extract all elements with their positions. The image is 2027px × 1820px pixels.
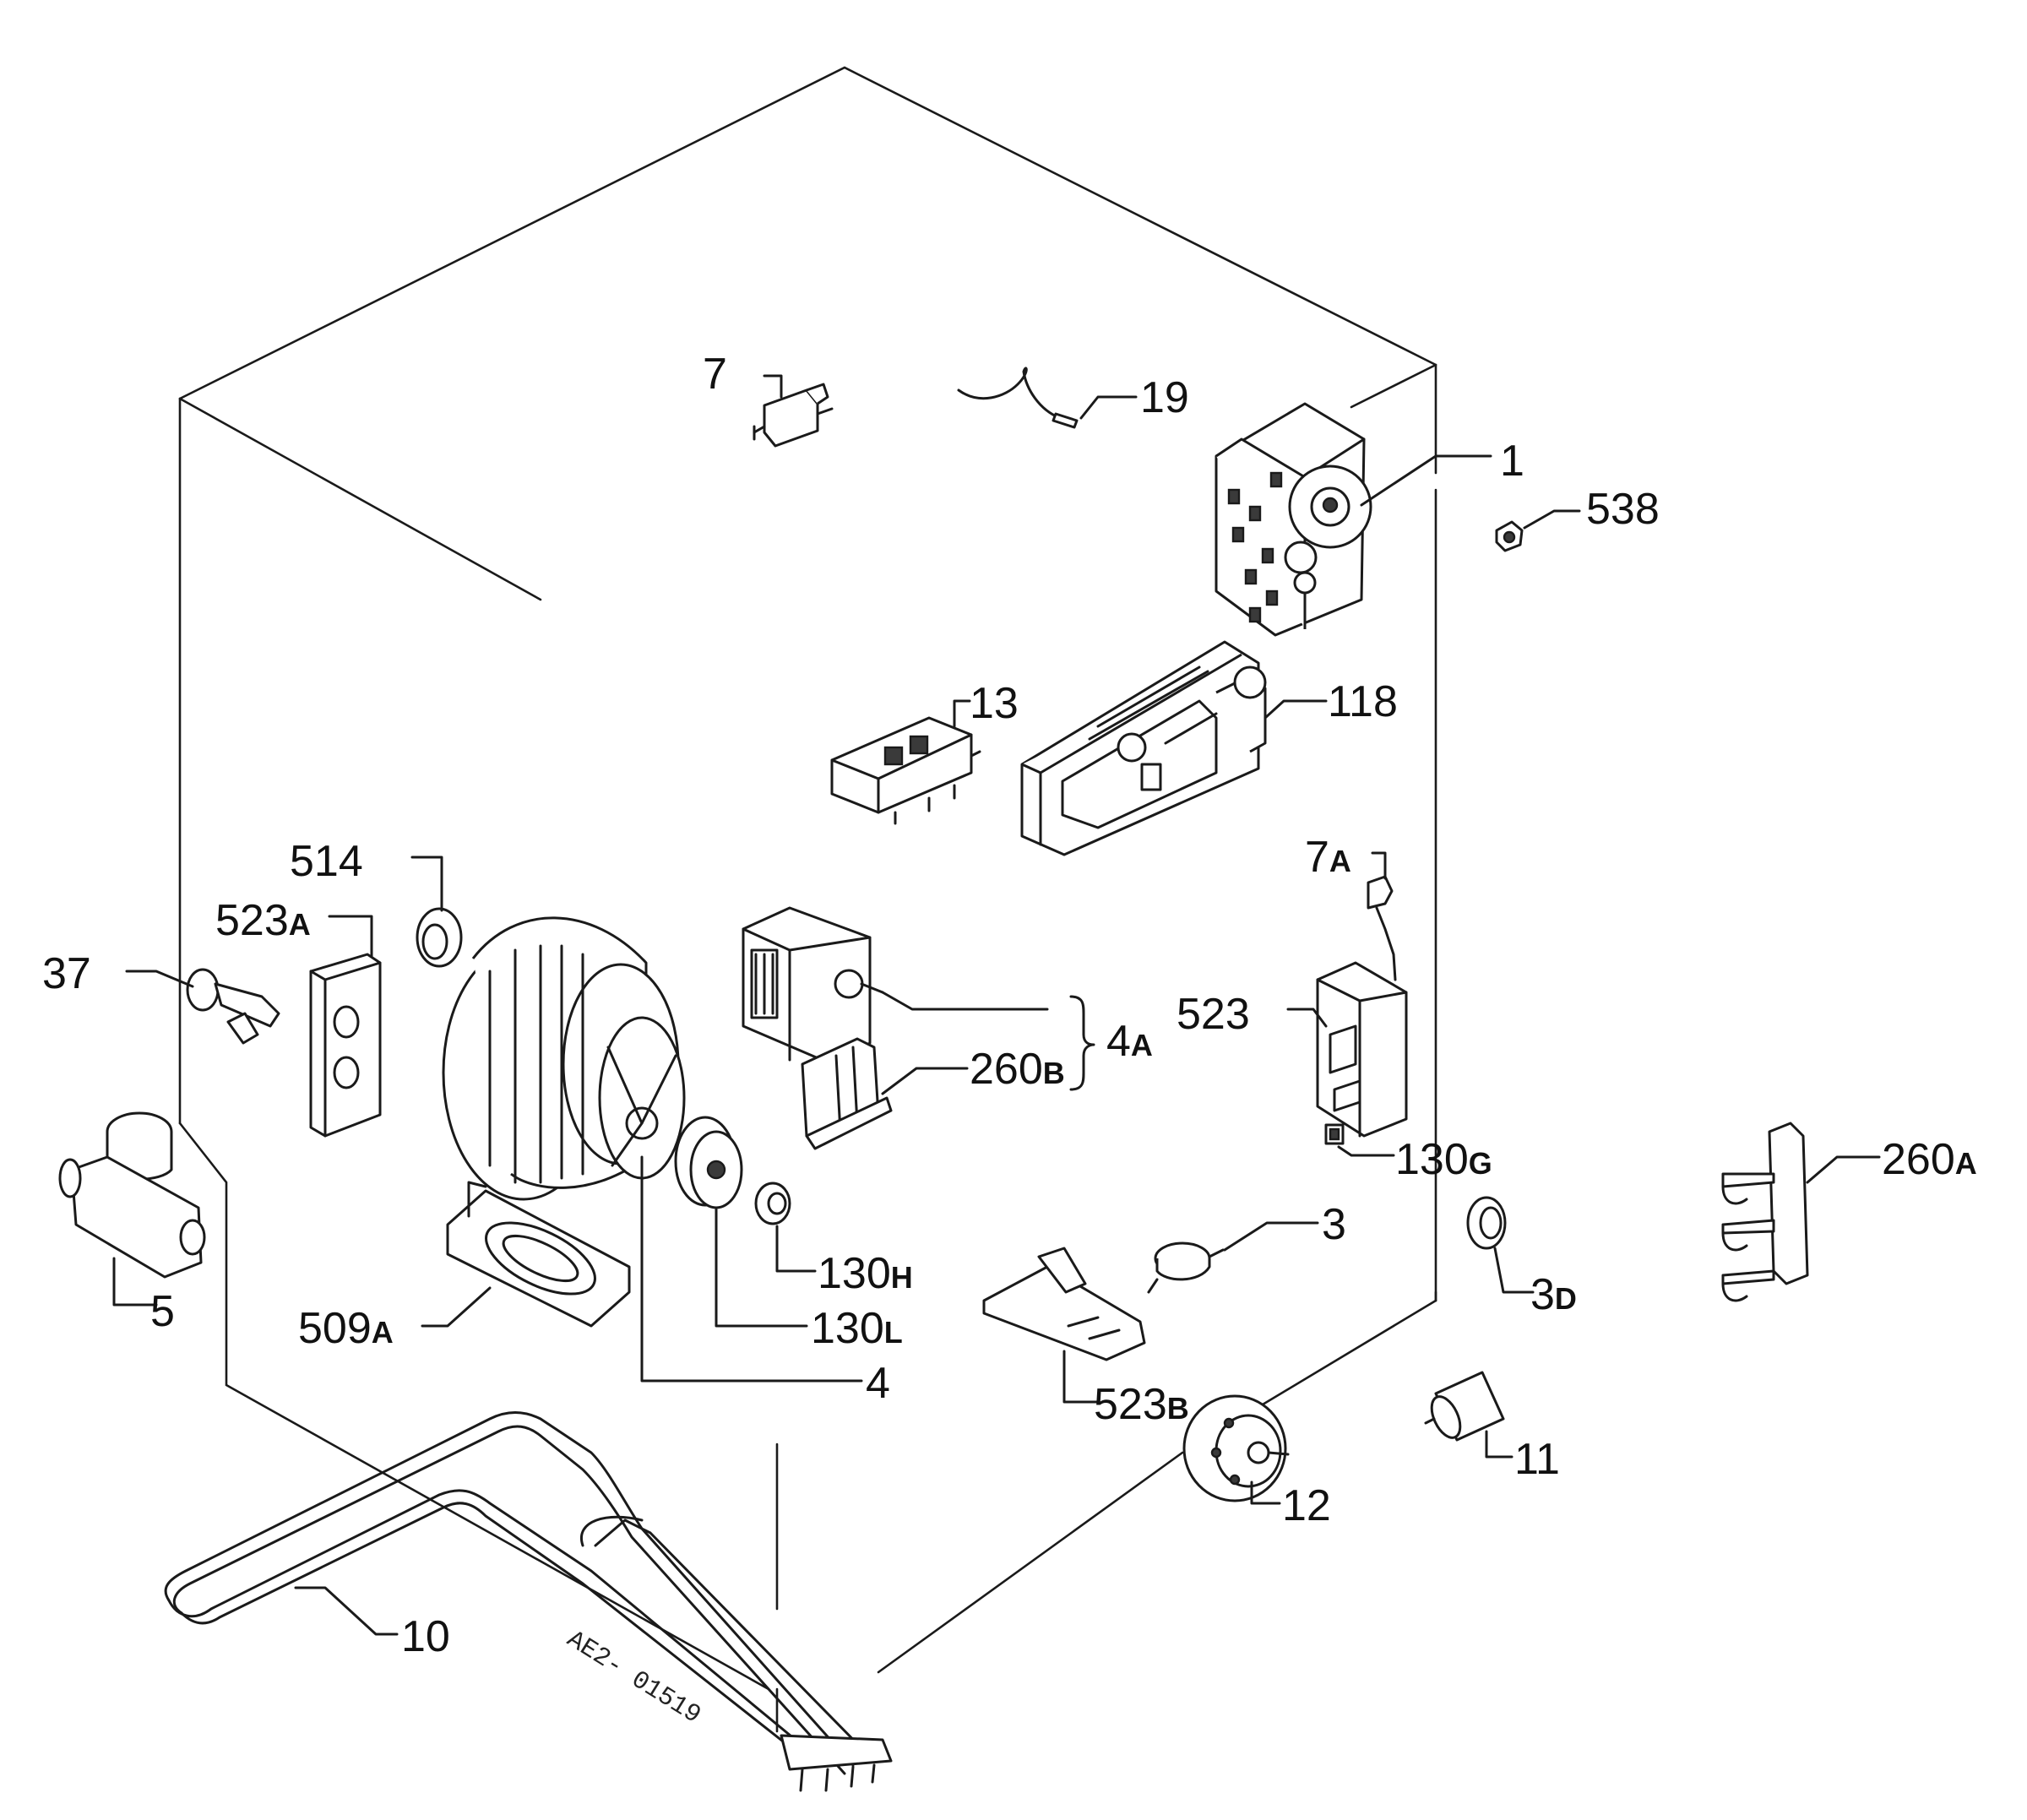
label-260a: 260A <box>1882 1135 1977 1184</box>
part-4a-fan-motor <box>742 906 1049 1066</box>
label-523: 523 <box>1177 990 1250 1039</box>
label-7a: 7A <box>1305 833 1351 882</box>
label-523a: 523A <box>215 896 311 945</box>
part-7-microswitch <box>753 374 834 448</box>
part-523a-bracket <box>309 915 382 1138</box>
part-523b-bracket <box>982 1247 1146 1404</box>
label-7: 7 <box>703 350 727 399</box>
part-11-capacitor <box>1424 1371 1513 1459</box>
part-4-motor <box>442 916 863 1383</box>
part-5-inlet-valve <box>58 1111 206 1307</box>
label-509a: 509A <box>298 1304 394 1353</box>
part-523-door-lock <box>1286 961 1408 1138</box>
bracket-4a <box>1069 995 1095 1091</box>
label-4: 4 <box>866 1359 890 1408</box>
label-10: 10 <box>401 1612 450 1661</box>
part-19-wire-sensor <box>957 367 1138 429</box>
part-130g-clip <box>1324 1123 1395 1157</box>
label-130l: 130L <box>811 1304 903 1353</box>
label-12: 12 <box>1282 1481 1331 1530</box>
label-523b: 523B <box>1094 1380 1189 1429</box>
part-3-thermostat <box>1147 1221 1319 1294</box>
part-7a-switch <box>1367 851 1397 981</box>
label-3d: 3D <box>1530 1270 1577 1319</box>
cabinet-outline <box>178 66 1437 1733</box>
part-13-selector-switch <box>830 699 981 825</box>
label-4a: 4A <box>1106 1017 1153 1066</box>
part-130h-bushing <box>754 1182 817 1273</box>
label-1: 1 <box>1500 437 1524 486</box>
label-538: 538 <box>1586 485 1660 534</box>
label-514: 514 <box>290 837 363 886</box>
part-260a-bracket <box>1721 1122 1881 1302</box>
part-260b-bracket <box>801 1037 969 1150</box>
part-12-drain-pump <box>1182 1394 1290 1505</box>
label-5: 5 <box>150 1287 175 1336</box>
part-10-heating-element <box>164 1411 893 1792</box>
label-130g: 130G <box>1395 1135 1492 1184</box>
label-11: 11 <box>1514 1435 1560 1484</box>
label-260b: 260B <box>970 1045 1065 1094</box>
part-514-seal <box>410 856 463 968</box>
label-118: 118 <box>1328 677 1398 726</box>
part-118-programmer <box>1020 640 1328 856</box>
label-19: 19 <box>1140 373 1189 422</box>
part-538-nut <box>1495 509 1581 552</box>
part-1-timer <box>1215 402 1492 637</box>
part-3d-thermostat <box>1466 1196 1535 1294</box>
part-labels: 7 19 1 538 13 118 514 523A 7A 37 523 4A … <box>42 350 1977 1661</box>
part-37-connector <box>125 968 280 1045</box>
label-3: 3 <box>1322 1200 1346 1249</box>
label-13: 13 <box>970 679 1019 728</box>
part-130l-pulley <box>674 1116 808 1328</box>
part-509a-mount <box>421 1181 631 1328</box>
label-37: 37 <box>42 949 91 998</box>
label-130h: 130H <box>818 1249 913 1298</box>
